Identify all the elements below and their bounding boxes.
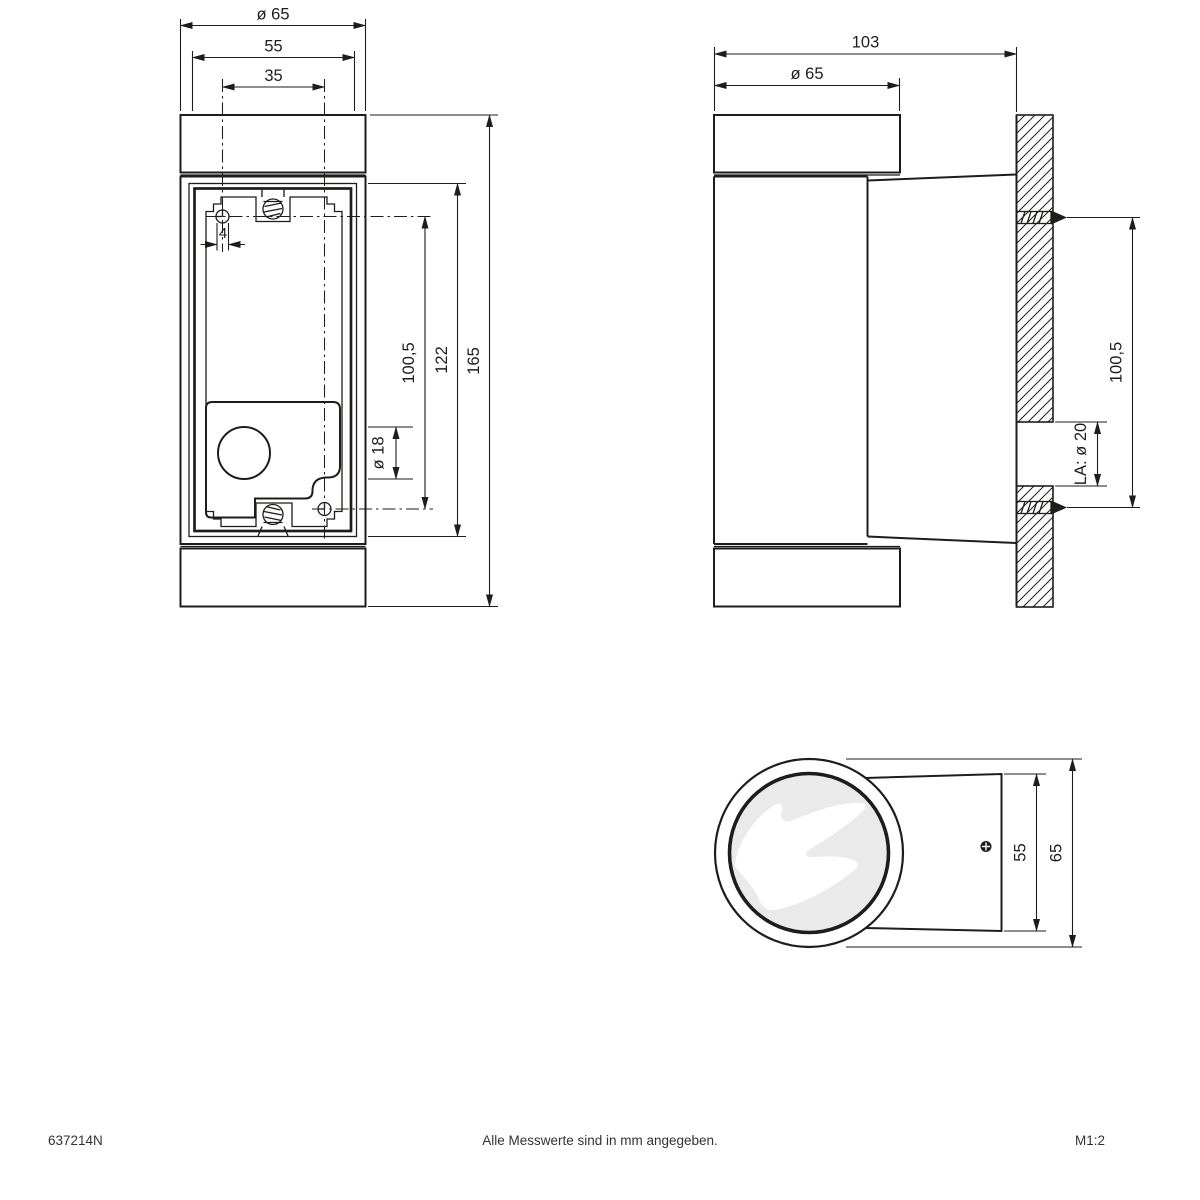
dim-label-cable-entry-diameter: ø 18 (370, 436, 388, 469)
front-view: ø 65 55 35 4 ø 18 100,5 122 (179, 6, 498, 608)
front-centerlines (206, 79, 433, 542)
dim-label-front-hole-pitch: 35 (264, 67, 282, 85)
side-dimensions: 103 ø 65 LA: ø 20 100,5 (713, 34, 1137, 509)
compartment-outline (205, 401, 341, 519)
dim-label-front-hole-spacing: 100,5 (400, 342, 418, 383)
body-screw-icon (980, 841, 992, 852)
dim-label-front-flange-width: 55 (264, 38, 282, 56)
front-top-cap (179, 114, 367, 174)
units-note: Alle Messwerte sind in mm angegeben. (482, 1133, 718, 1148)
terminal-compartment (205, 401, 341, 519)
front-body (179, 175, 367, 545)
bottom-dimensions: 55 65 (846, 758, 1082, 948)
front-housing-outline (179, 114, 367, 608)
wall-bracket-bottom-edge (867, 535, 1017, 544)
dim-label-bottom-housing-width: 55 (1012, 843, 1030, 861)
wall-section (1015, 114, 1054, 608)
front-frame-outer (188, 182, 358, 538)
mounting-screw-top-icon (1015, 210, 1140, 225)
dim-label-side-cap-diameter: ø 65 (790, 65, 823, 83)
front-dimensions: ø 65 55 35 4 ø 18 100,5 122 (179, 6, 498, 608)
lens-reflection (735, 802, 866, 911)
plate-screw-bottom-icon (262, 503, 284, 526)
cable-entry-hole (217, 426, 271, 480)
dim-label-screw-hole-diameter: 4 (219, 225, 227, 242)
plate-screw-top-icon (262, 198, 284, 220)
footer: 637214N Alle Messwerte sind in mm angege… (48, 1133, 1105, 1148)
article-number: 637214N (48, 1133, 103, 1148)
dim-label-housing-height: 122 (433, 346, 451, 374)
side-bottom-cap (713, 547, 901, 608)
mounting-screw-bottom-icon (1015, 500, 1140, 515)
side-top-cap (713, 114, 901, 174)
drawing-scale: M1:2 (1075, 1133, 1105, 1148)
wall-hatch-lower (1015, 485, 1054, 608)
side-housing-outline (713, 114, 1017, 608)
bottom-view: 55 65 (713, 757, 1082, 949)
front-bottom-cap (179, 547, 367, 608)
wall-hatch-upper (1015, 114, 1054, 423)
dim-label-front-cap-diameter: ø 65 (256, 6, 289, 24)
dim-label-overall-height: 165 (465, 347, 483, 375)
wall-bracket-top-edge (867, 173, 1017, 182)
dim-label-side-hole-spacing: 100,5 (1108, 342, 1126, 383)
dim-label-bottom-overall-diameter: 65 (1048, 844, 1066, 862)
dim-label-overall-depth: 103 (852, 34, 880, 52)
front-frame-inner (193, 187, 353, 533)
side-view: 103 ø 65 LA: ø 20 100,5 (713, 34, 1140, 608)
dim-label-wall-outlet: LA: ø 20 (1072, 423, 1090, 485)
